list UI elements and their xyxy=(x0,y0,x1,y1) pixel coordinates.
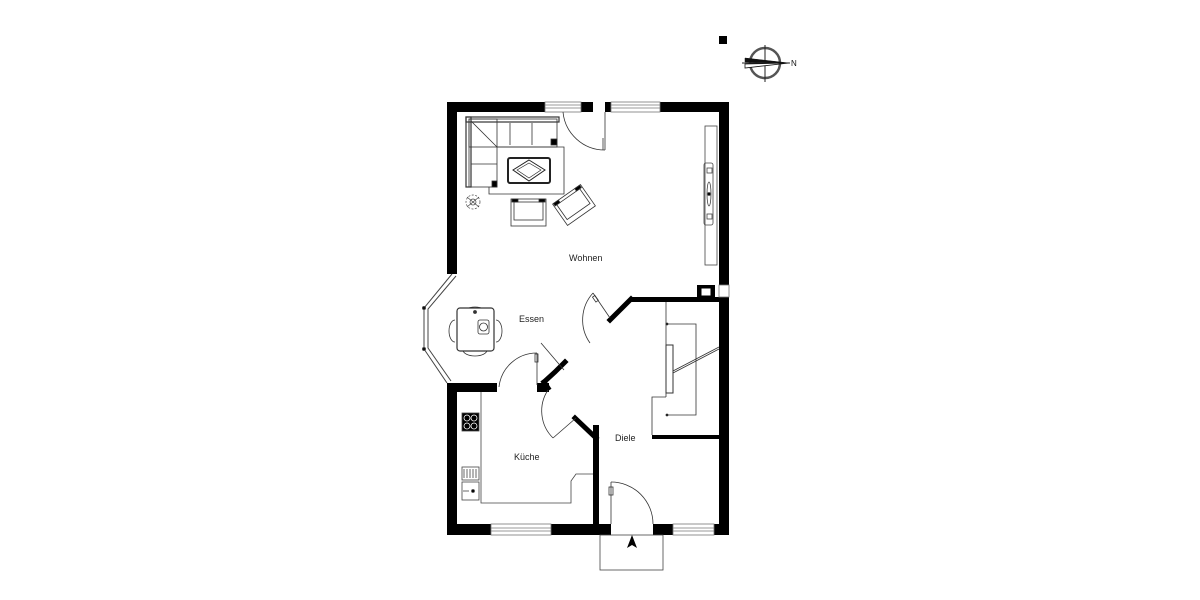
armchair xyxy=(510,198,547,227)
compass-north-label: N xyxy=(791,59,797,68)
dining-table xyxy=(448,306,503,357)
entrance-porch xyxy=(599,534,664,571)
room-label-essen: Essen xyxy=(519,314,545,324)
room-label-diele: Diele xyxy=(615,433,636,443)
bay-window xyxy=(422,273,457,384)
compass-icon xyxy=(742,45,790,82)
sideboard xyxy=(703,125,718,266)
coffee-table xyxy=(507,157,551,184)
room-label-wohnen: Wohnen xyxy=(569,253,603,263)
marker-square xyxy=(719,36,727,44)
room-label-kueche: Küche xyxy=(514,452,540,462)
chimney-icon xyxy=(700,287,712,297)
entrance-arrow-icon xyxy=(627,535,637,548)
kitchen-counter xyxy=(461,392,593,504)
corner-sofa xyxy=(465,116,565,195)
armchair xyxy=(552,184,596,226)
wardrobe xyxy=(651,302,720,435)
doors xyxy=(498,111,654,525)
windows xyxy=(490,101,730,536)
plant-icon xyxy=(465,194,481,210)
diagonal-walls xyxy=(540,295,635,442)
